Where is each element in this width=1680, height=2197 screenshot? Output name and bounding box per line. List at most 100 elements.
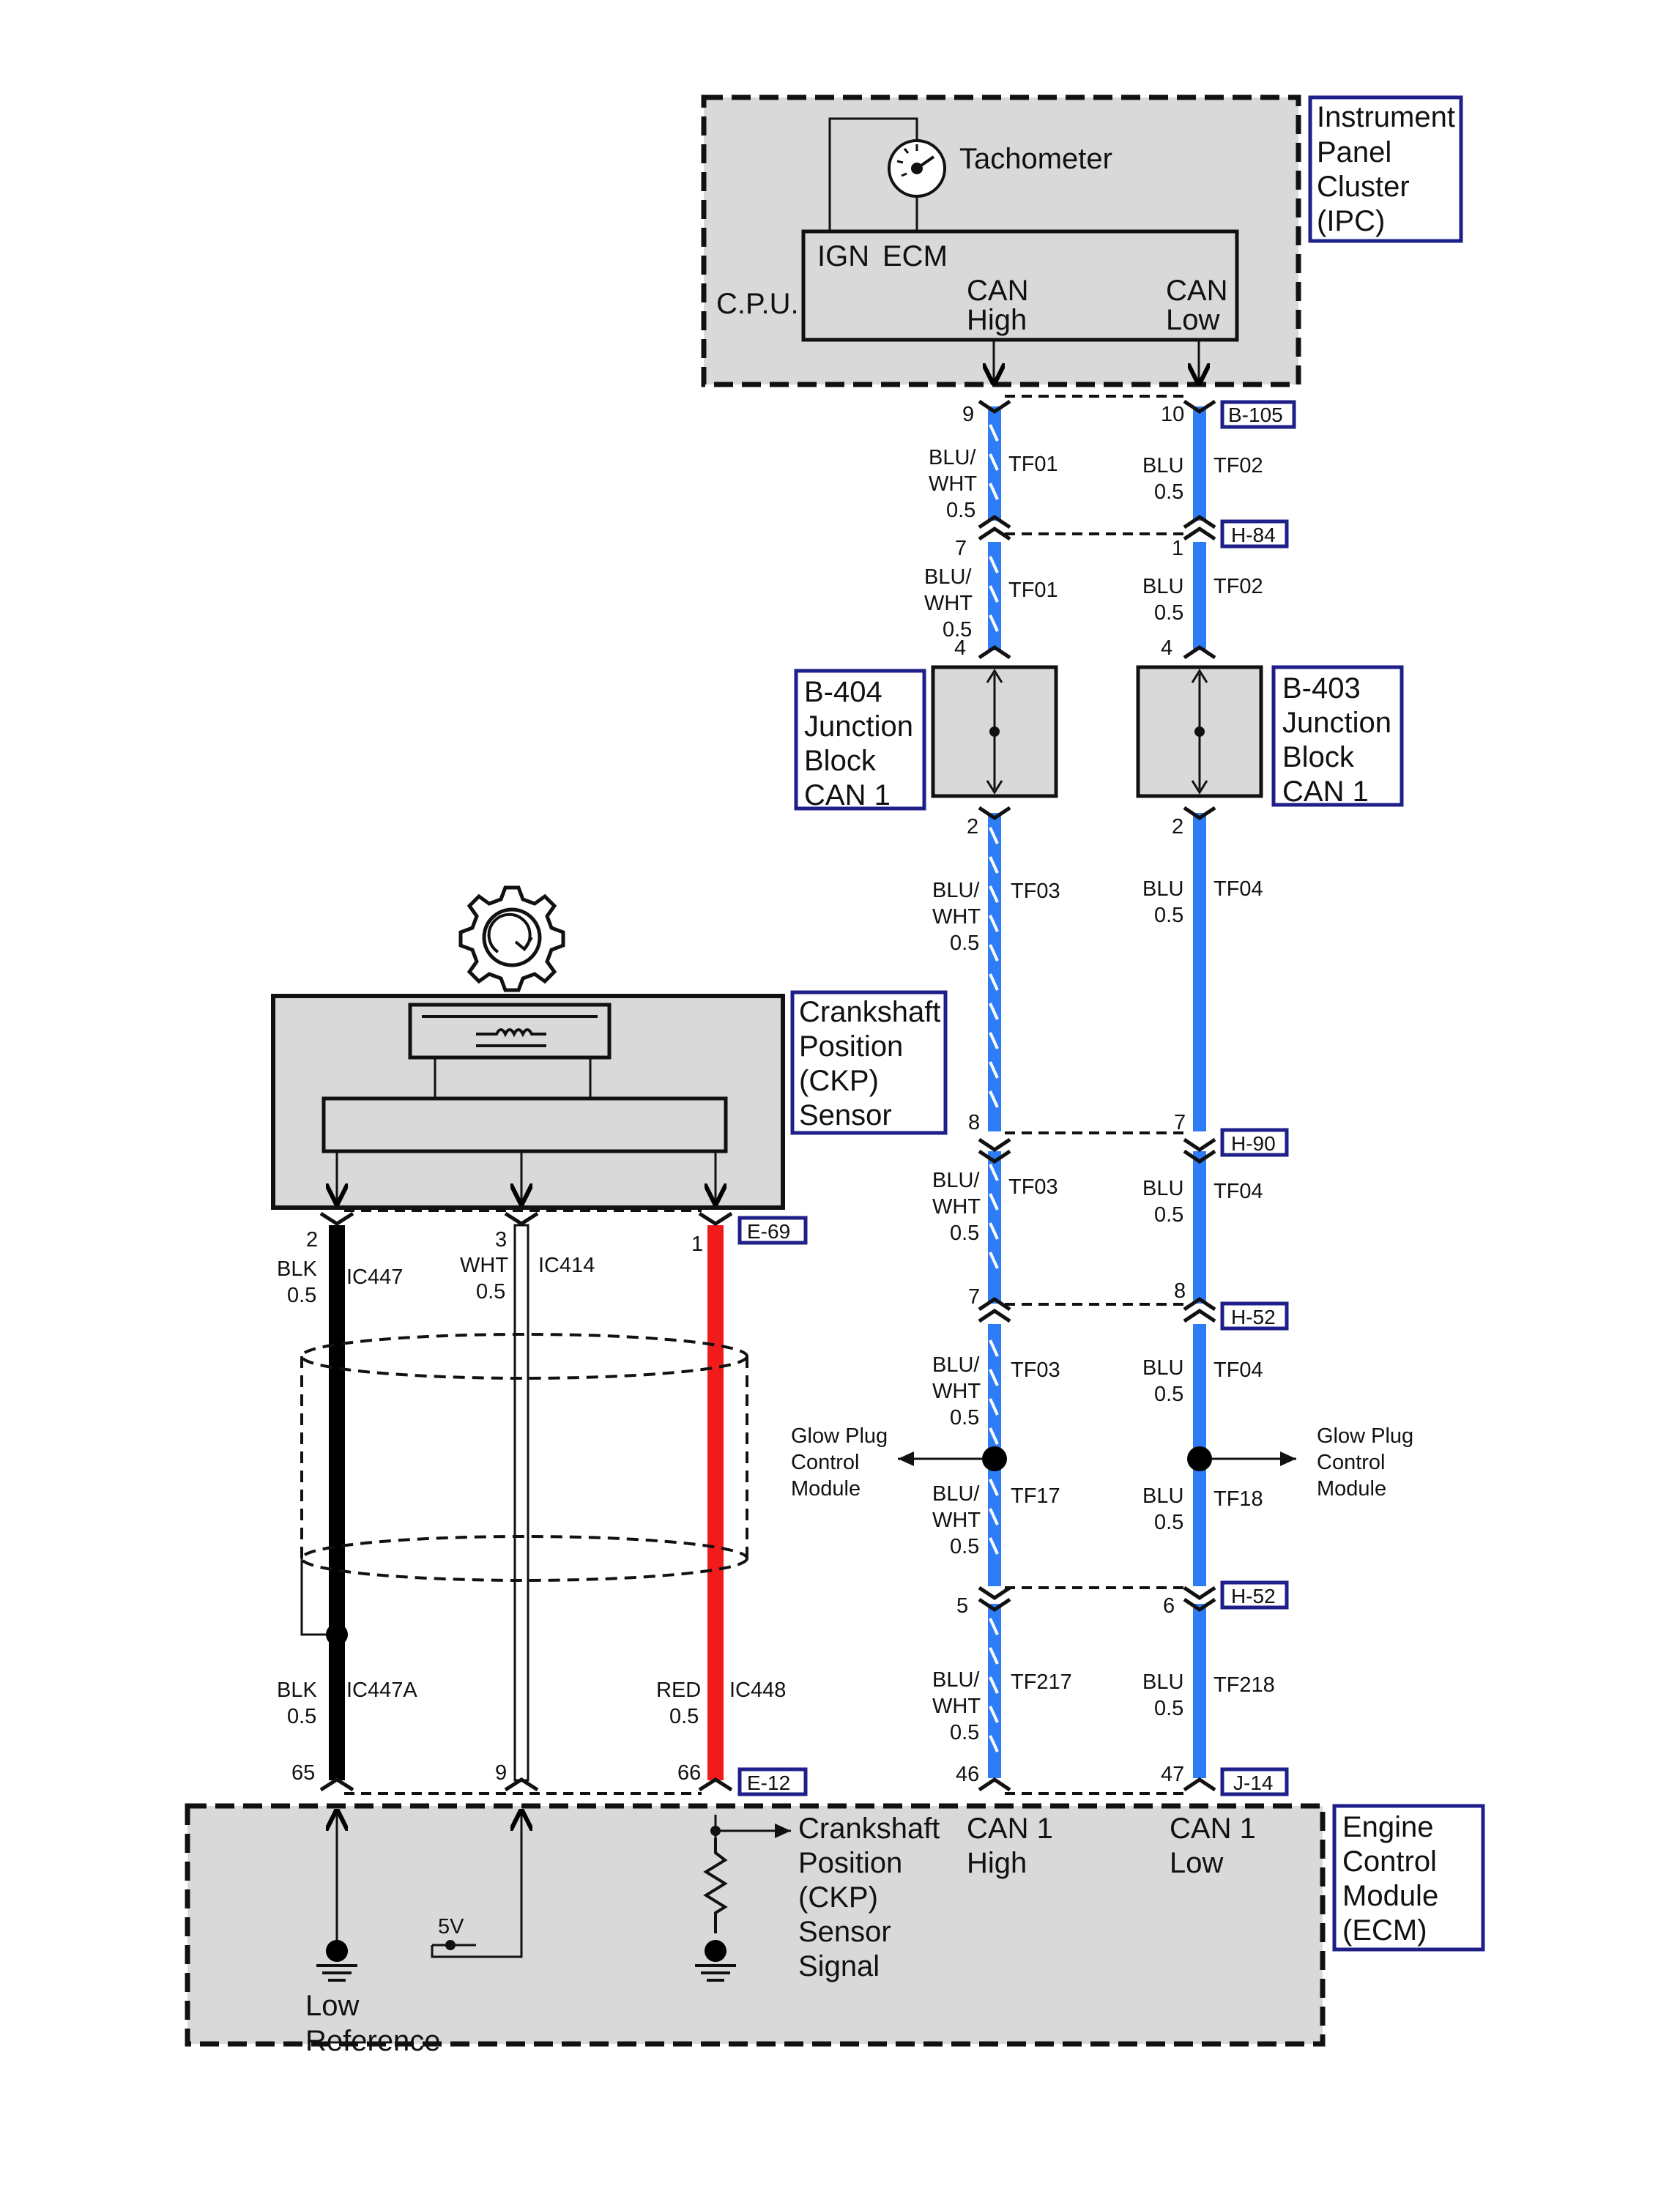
svg-text:0.5: 0.5	[1154, 1383, 1183, 1406]
ecm-can1-low-1: CAN 1	[1170, 1813, 1256, 1845]
svg-text:8: 8	[968, 1111, 980, 1134]
svg-text:Engine: Engine	[1342, 1811, 1434, 1843]
svg-text:H-90: H-90	[1231, 1132, 1276, 1155]
ipc-can-low-1: CAN	[1166, 275, 1227, 307]
svg-text:0.5: 0.5	[1154, 1203, 1183, 1227]
svg-text:BLU/: BLU/	[932, 1668, 980, 1692]
ckp-red-wire	[707, 1225, 724, 1780]
svg-text:4: 4	[954, 636, 966, 660]
ecm-module-box	[185, 1803, 1326, 2047]
svg-text:Position: Position	[798, 1847, 902, 1879]
svg-text:BLU: BLU	[1142, 877, 1183, 901]
junction-block-b403	[1136, 665, 1263, 798]
ipc-label-2: Panel	[1317, 136, 1391, 168]
svg-text:CAN 1: CAN 1	[804, 779, 891, 811]
ground-icon-signal	[695, 1940, 736, 1982]
ckp-wire-shield	[300, 1333, 748, 1582]
ecm-ckp-signal-label: Crankshaft Position (CKP) Sensor Signal	[798, 1813, 940, 1982]
svg-text:B-105: B-105	[1228, 404, 1283, 426]
svg-text:WHT: WHT	[932, 1195, 981, 1219]
gear-icon	[458, 885, 565, 992]
shield-drain	[300, 1558, 337, 1636]
glow-plug-left-1: Glow Plug	[791, 1424, 888, 1448]
svg-text:(CKP): (CKP)	[798, 1881, 878, 1914]
svg-text:IC447A: IC447A	[346, 1679, 417, 1702]
svg-text:Signal: Signal	[798, 1950, 880, 1982]
ipc-label-1: Instrument	[1317, 101, 1455, 133]
ecm-5v-label: 5V	[438, 1915, 464, 1938]
svg-text:0.5: 0.5	[950, 1406, 979, 1430]
ground-icon-lowref	[316, 1940, 357, 1982]
svg-text:TF03: TF03	[1011, 880, 1060, 903]
svg-text:Block: Block	[804, 745, 877, 777]
svg-text:2: 2	[1172, 815, 1183, 839]
svg-text:0.5: 0.5	[946, 499, 975, 522]
tach-wires	[828, 117, 918, 231]
svg-text:BLU/: BLU/	[932, 1482, 980, 1506]
svg-text:0.5: 0.5	[943, 618, 972, 642]
junction-block-b404	[931, 665, 1058, 798]
svg-text:TF03: TF03	[1008, 1175, 1058, 1199]
tachometer-label: Tachometer	[959, 143, 1112, 175]
svg-text:H-84: H-84	[1231, 524, 1276, 546]
svg-text:7: 7	[968, 1285, 980, 1309]
svg-text:1: 1	[1172, 537, 1183, 560]
ecm-5v-node	[445, 1940, 456, 1950]
glow-plug-left-3: Module	[791, 1477, 861, 1501]
svg-text:TF02: TF02	[1213, 575, 1263, 598]
svg-text:CAN 1: CAN 1	[1282, 776, 1369, 808]
ckp-blk-wire	[329, 1225, 345, 1780]
svg-text:TF18: TF18	[1213, 1487, 1263, 1511]
ckp-wire-labels: BLK 0.5 IC447 WHT 0.5 IC414 BLK 0.5 IC44…	[277, 1254, 786, 1728]
svg-text:Position: Position	[799, 1030, 903, 1063]
svg-text:0.5: 0.5	[950, 1535, 979, 1558]
ipc-cpu-box	[801, 229, 1239, 342]
ckp-wht-wire	[513, 1224, 529, 1782]
svg-text:Crankshaft: Crankshaft	[798, 1813, 940, 1845]
svg-text:RED: RED	[656, 1679, 701, 1702]
svg-text:Block: Block	[1282, 741, 1355, 773]
can-high-wire	[988, 406, 1001, 1778]
svg-text:TF03: TF03	[1011, 1358, 1060, 1382]
ckp-connector-marks	[319, 1211, 733, 1792]
tachometer-icon	[888, 139, 946, 198]
svg-text:2: 2	[306, 1228, 318, 1252]
svg-text:(CKP): (CKP)	[799, 1065, 879, 1097]
svg-text:Crankshaft: Crankshaft	[799, 996, 940, 1028]
svg-text:BLU/: BLU/	[932, 1169, 980, 1192]
svg-text:TF02: TF02	[1213, 454, 1263, 477]
svg-text:BLK: BLK	[277, 1679, 317, 1702]
ipc-label-box	[1308, 95, 1463, 243]
h52b-tag: H-52	[1220, 1580, 1289, 1610]
ipc-label-3: Cluster	[1317, 171, 1410, 203]
can-pin-numbers: 9 10 7 1 4 4 2 2 8 7 7 8 5 6 46 47	[954, 403, 1186, 1786]
svg-text:IC447: IC447	[346, 1265, 403, 1289]
svg-text:BLU/: BLU/	[932, 879, 980, 902]
svg-text:WHT: WHT	[924, 592, 973, 615]
ecm-can1-high-1: CAN 1	[967, 1813, 1053, 1845]
svg-text:0.5: 0.5	[669, 1705, 699, 1728]
svg-text:7: 7	[955, 537, 967, 560]
svg-text:BLK: BLK	[277, 1257, 317, 1281]
resistor-icon	[703, 1838, 728, 1933]
svg-text:0.5: 0.5	[287, 1705, 316, 1728]
svg-text:TF04: TF04	[1213, 877, 1263, 901]
svg-text:9: 9	[495, 1761, 507, 1785]
e69-tag: E-69	[737, 1216, 808, 1245]
svg-text:IC448: IC448	[729, 1679, 786, 1702]
svg-text:5: 5	[956, 1594, 968, 1618]
svg-text:Sensor: Sensor	[798, 1916, 891, 1948]
svg-text:WHT: WHT	[929, 472, 977, 496]
svg-text:TF218: TF218	[1213, 1673, 1275, 1697]
svg-text:47: 47	[1161, 1763, 1184, 1786]
svg-text:TF17: TF17	[1011, 1484, 1060, 1508]
ipc-label-4: (IPC)	[1317, 205, 1385, 237]
svg-text:BLU: BLU	[1142, 1177, 1183, 1200]
h52a-tag: H-52	[1220, 1301, 1289, 1331]
glow-plug-splice-right	[1187, 1446, 1296, 1471]
ckp-circuit-box	[321, 1096, 728, 1153]
ipc-can-high-2: High	[967, 304, 1027, 336]
svg-text:65: 65	[291, 1761, 315, 1785]
svg-text:TF04: TF04	[1213, 1180, 1263, 1203]
